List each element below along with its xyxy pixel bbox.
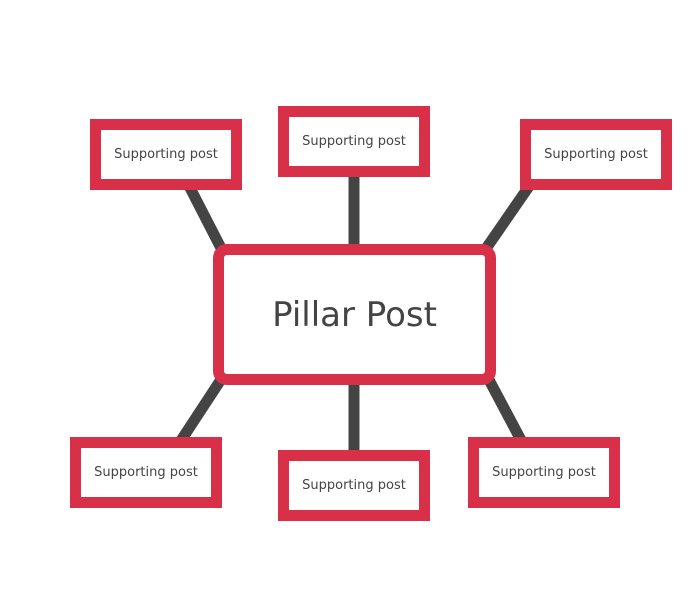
supporting-post-top-right: Supporting post — [520, 119, 672, 190]
connector-top-right — [480, 178, 537, 254]
supporting-post-label: Supporting post — [94, 465, 198, 480]
pillar-post-label: Pillar Post — [272, 294, 437, 335]
supporting-post-top-left: Supporting post — [90, 119, 242, 190]
supporting-post-bottom-left: Supporting post — [70, 437, 222, 508]
connector-bottom-right — [483, 375, 527, 445]
supporting-post-label: Supporting post — [492, 465, 596, 480]
pillar-post-box: Pillar Post — [213, 244, 496, 385]
connector-bottom-left — [175, 374, 227, 446]
connector-top-left — [181, 177, 227, 253]
supporting-post-label: Supporting post — [114, 147, 218, 162]
supporting-post-label: Supporting post — [302, 134, 406, 149]
supporting-post-bottom-right: Supporting post — [468, 437, 620, 508]
supporting-post-bottom-center: Supporting post — [278, 450, 430, 521]
supporting-post-top-center: Supporting post — [278, 106, 430, 177]
supporting-post-label: Supporting post — [544, 147, 648, 162]
supporting-post-label: Supporting post — [302, 478, 406, 493]
